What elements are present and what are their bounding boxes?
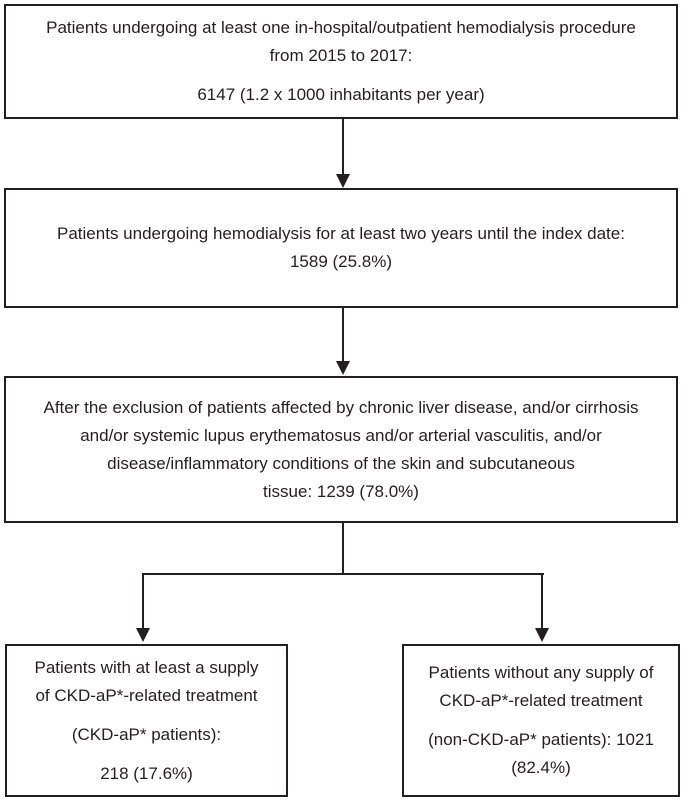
down-arrow-line [342, 119, 344, 175]
box-text-line: and/or systemic lupus erythematosus and/… [80, 425, 602, 445]
box-text-line: Patients undergoing at least one in-hosp… [46, 18, 636, 37]
flow-box-after-exclusion: After the exclusion of patients affected… [4, 376, 678, 523]
box-text-line: CKD-aP*-related treatment [439, 691, 643, 710]
box-text-line: Patients with at least a supply [34, 657, 259, 677]
flow-box-ckd-ap-patients: Patients with at least a supply of CKD-a… [5, 644, 288, 797]
flow-box-hemodialysis-two-years: Patients undergoing hemodialysis for at … [4, 188, 678, 308]
down-arrowhead-icon [535, 628, 549, 642]
down-arrow-line [342, 308, 344, 362]
box-count-line: (82.4%) [511, 758, 571, 777]
down-arrow-line [142, 575, 144, 629]
box-count-line: (non-CKD-aP* patients): 1021 [428, 730, 654, 749]
box-text-line: Patients without any supply of [428, 663, 654, 682]
box-text-line: Patients undergoing hemodialysis for at … [57, 224, 625, 243]
down-arrowhead-icon [136, 628, 150, 642]
down-arrow-line [541, 575, 543, 629]
box-text-line: from 2015 to 2017: [269, 46, 413, 65]
box-count-line: tissue: 1239 (78.0%) [263, 481, 419, 501]
split-connector-crossbar [142, 573, 544, 575]
box-text-line: of CKD-aP*-related treatment [35, 685, 258, 705]
down-arrowhead-icon [336, 174, 350, 188]
box-count-line: 218 (17.6%) [100, 763, 193, 783]
box-count-line: 6147 (1.2 x 1000 inhabitants per year) [197, 85, 485, 104]
flow-box-source-population: Patients undergoing at least one in-hosp… [4, 4, 678, 119]
split-connector-stem [342, 523, 344, 575]
box-count-line: 1589 (25.8%) [289, 252, 393, 271]
flow-box-non-ckd-ap-patients: Patients without any supply of CKD-aP*-r… [402, 644, 680, 797]
box-text-line: After the exclusion of patients affected… [43, 397, 639, 417]
box-text-line: (CKD-aP* patients): [71, 724, 222, 744]
box-text-line: disease/inflammatory conditions of the s… [107, 453, 575, 473]
down-arrowhead-icon [336, 361, 350, 375]
